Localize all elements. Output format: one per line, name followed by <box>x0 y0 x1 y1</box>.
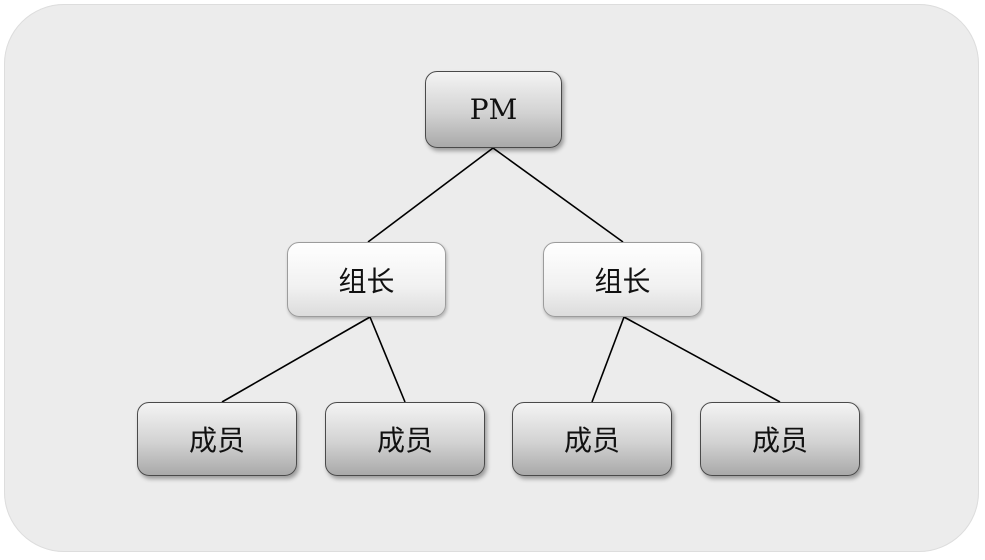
node-team-lead-1-label: 组长 <box>338 264 395 298</box>
node-pm-label: PM <box>469 93 518 126</box>
node-member-1: 成员 <box>137 402 297 476</box>
edge-lead-1-to-member-1 <box>221 316 371 403</box>
node-team-lead-2-label: 组长 <box>594 264 651 298</box>
node-team-lead-1: 组长 <box>287 242 446 317</box>
node-member-4: 成员 <box>700 402 860 476</box>
edge-lead-1-to-member-2 <box>369 316 406 403</box>
node-member-3-label: 成员 <box>563 424 620 457</box>
node-team-lead-2: 组长 <box>543 242 702 317</box>
edge-pm-to-lead-1 <box>367 147 494 243</box>
node-member-1-label: 成员 <box>188 424 245 457</box>
node-member-2: 成员 <box>325 402 485 476</box>
edge-lead-2-to-member-3 <box>591 316 625 403</box>
node-pm: PM <box>425 71 562 148</box>
edge-lead-2-to-member-4 <box>623 316 781 403</box>
node-member-2-label: 成员 <box>376 424 433 457</box>
node-member-3: 成员 <box>512 402 672 476</box>
node-member-4-label: 成员 <box>751 424 808 457</box>
edge-pm-to-lead-2 <box>492 147 624 243</box>
